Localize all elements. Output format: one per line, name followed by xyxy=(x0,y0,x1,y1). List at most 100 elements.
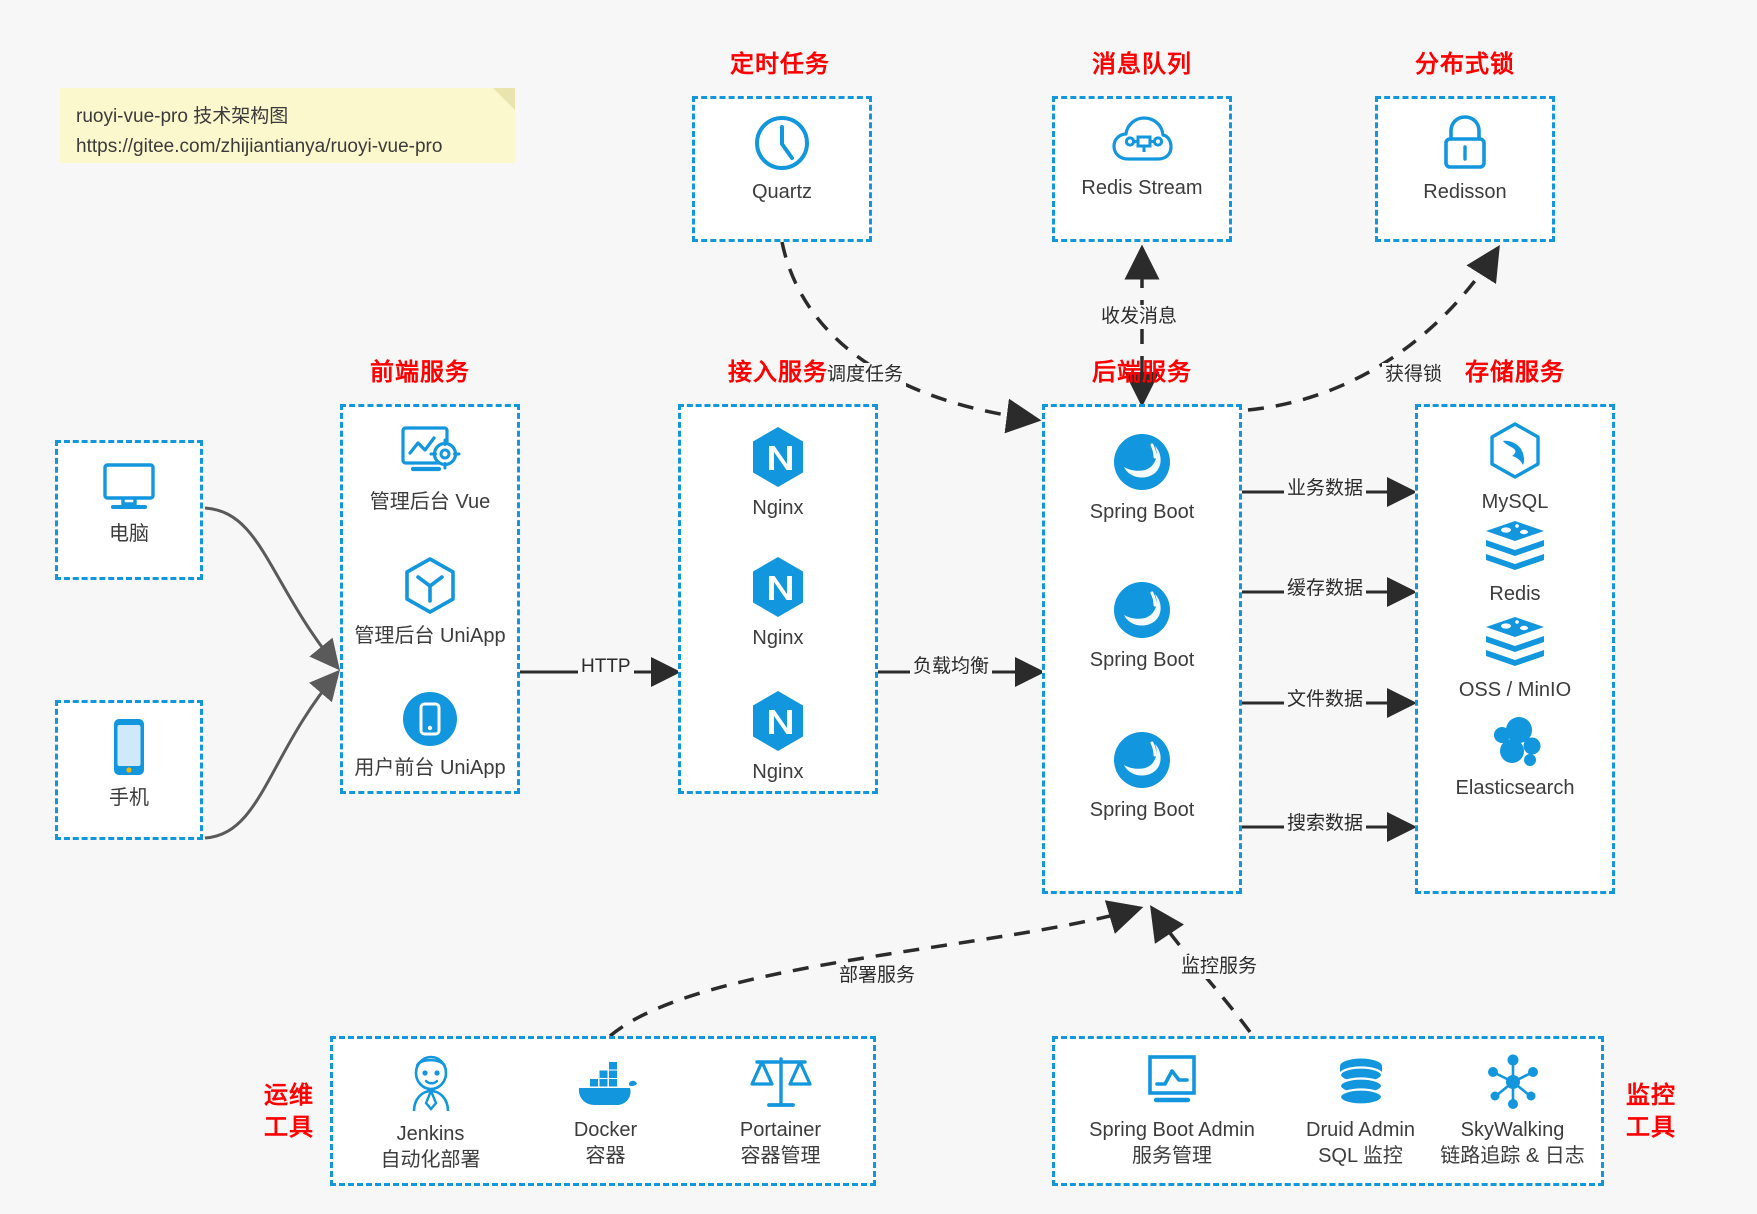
edge-schedule-task xyxy=(780,241,1042,434)
node-nginx-2-label: Nginx xyxy=(752,627,804,649)
edge-label-http: HTTP xyxy=(578,655,634,679)
node-portainer-label: Portainer xyxy=(739,1119,822,1141)
node-docker[interactable]: Docker 容器 xyxy=(518,1059,693,1169)
note-text: ruoyi-vue-pro 技术架构图 https://gitee.com/zhi… xyxy=(76,102,505,162)
node-nginx-1-label: Nginx xyxy=(752,497,804,519)
note-line-2: https://gitee.com/zhijiantianya/ruoyi-vu… xyxy=(76,136,443,157)
edge-label-deploy-service: 部署服务 xyxy=(836,964,919,988)
database-icon xyxy=(1338,1058,1383,1106)
skywalking-icon xyxy=(1487,1054,1538,1109)
node-user-uniapp-label: 用户前台 UniApp xyxy=(354,757,506,779)
node-mobile-label: 手机 xyxy=(109,787,149,809)
edge-label-schedule-task: 调度任务 xyxy=(824,363,907,387)
node-oss-minio-label: OSS / MinIO xyxy=(1458,679,1572,701)
node-elasticsearch-label: Elasticsearch xyxy=(1455,777,1575,799)
node-mysql[interactable]: MySQL xyxy=(1418,421,1612,515)
node-pc[interactable]: 电脑 xyxy=(58,459,200,547)
node-nginx-2[interactable]: Nginx xyxy=(681,555,875,651)
node-nginx-1[interactable]: Nginx xyxy=(681,425,875,521)
note-fold-corner xyxy=(493,88,515,110)
nginx-icon xyxy=(753,691,803,751)
node-user-uniapp[interactable]: 用户前台 UniApp xyxy=(343,689,517,781)
edge-label-file-data: 文件数据 xyxy=(1284,688,1367,712)
node-admin-vue[interactable]: 管理后台 Vue xyxy=(343,423,517,515)
spring-icon xyxy=(1114,582,1170,638)
lock-icon xyxy=(1444,115,1486,169)
group-title-frontend: 前端服务 xyxy=(370,359,470,386)
node-skywalking-label: SkyWalking xyxy=(1460,1119,1565,1141)
group-box-gateway: Nginx Nginx Nginx xyxy=(678,404,878,794)
group-title-monitor-line1: 监控 xyxy=(1626,1082,1676,1109)
redis-stack-icon xyxy=(1486,617,1544,666)
node-druid-admin-label: Druid Admin xyxy=(1306,1119,1415,1141)
node-springboot-3-label: Spring Boot xyxy=(1089,799,1195,821)
node-quartz[interactable]: Quartz xyxy=(695,113,869,205)
node-docker-sublabel: 容器 xyxy=(585,1145,626,1167)
node-druid-admin[interactable]: Druid Admin SQL 监控 xyxy=(1273,1057,1448,1169)
group-box-backend: Spring Boot Spring Boot Spring Boot xyxy=(1042,404,1242,894)
node-druid-admin-sublabel: SQL 监控 xyxy=(1318,1145,1403,1167)
node-jenkins-sublabel: 自动化部署 xyxy=(380,1149,481,1171)
group-box-frontend: 管理后台 Vue 管理后台 UniApp 用户前台 UniApp xyxy=(340,404,520,794)
client-box-mobile: 手机 xyxy=(55,700,203,840)
node-springboot-1[interactable]: Spring Boot xyxy=(1045,431,1239,525)
group-box-storage: MySQL Redis OSS / MinIO xyxy=(1415,404,1615,894)
cube-icon xyxy=(405,557,455,614)
node-mobile[interactable]: 手机 xyxy=(58,717,200,811)
spring-icon xyxy=(1114,732,1170,788)
client-box-pc: 电脑 xyxy=(55,440,203,580)
node-docker-label: Docker xyxy=(573,1119,638,1141)
desktop-icon xyxy=(103,463,155,509)
node-elasticsearch[interactable]: Elasticsearch xyxy=(1418,713,1612,801)
node-oss-minio[interactable]: OSS / MinIO xyxy=(1418,615,1612,703)
edge-label-send-receive: 收发消息 xyxy=(1098,305,1181,329)
node-quartz-label: Quartz xyxy=(751,181,813,203)
group-title-distributed-lock: 分布式锁 xyxy=(1415,51,1515,78)
jenkins-butler-icon xyxy=(412,1055,449,1112)
group-title-devops-line1: 运维 xyxy=(264,1082,314,1109)
group-title-backend: 后端服务 xyxy=(1092,359,1192,386)
elasticsearch-icon xyxy=(1494,717,1541,766)
node-jenkins[interactable]: Jenkins 自动化部署 xyxy=(343,1053,518,1173)
node-nginx-3[interactable]: Nginx xyxy=(681,689,875,785)
node-redis[interactable]: Redis xyxy=(1418,519,1612,607)
group-box-distributed-lock: Redisson xyxy=(1375,96,1555,242)
node-redis-label: Redis xyxy=(1489,583,1541,605)
group-box-scheduled-task: Quartz xyxy=(692,96,872,242)
node-springboot-2-label: Spring Boot xyxy=(1089,649,1195,671)
docker-whale-icon xyxy=(578,1062,637,1105)
node-jenkins-label: Jenkins xyxy=(396,1123,465,1145)
mysql-dolphin-icon xyxy=(1490,422,1540,479)
mobile-circle-icon xyxy=(403,692,457,746)
node-mysql-label: MySQL xyxy=(1481,491,1549,513)
clock-icon xyxy=(755,116,809,170)
node-springboot-3[interactable]: Spring Boot xyxy=(1045,729,1239,823)
node-nginx-3-label: Nginx xyxy=(752,761,804,783)
redis-stack-icon xyxy=(1486,521,1544,570)
edge-mobile-to-frontend xyxy=(204,669,340,840)
note-line-1: ruoyi-vue-pro 技术架构图 xyxy=(76,106,289,127)
note-sticky: ruoyi-vue-pro 技术架构图 https://gitee.com/zhi… xyxy=(60,88,515,163)
node-spring-boot-admin-label: Spring Boot Admin xyxy=(1089,1119,1255,1141)
edge-label-search-data: 搜索数据 xyxy=(1284,812,1367,836)
node-admin-uniapp-label: 管理后台 UniApp xyxy=(354,625,506,647)
smartphone-icon xyxy=(114,719,144,775)
node-springboot-1-label: Spring Boot xyxy=(1089,501,1195,523)
node-portainer[interactable]: Portainer 容器管理 xyxy=(693,1053,868,1169)
group-box-message-queue: Redis Stream xyxy=(1052,96,1232,242)
node-redisson-label: Redisson xyxy=(1423,181,1507,203)
group-title-devops: 运维 工具 xyxy=(254,1080,324,1144)
node-springboot-2[interactable]: Spring Boot xyxy=(1045,579,1239,673)
edge-pc-to-frontend xyxy=(204,506,340,671)
node-redis-stream[interactable]: Redis Stream xyxy=(1055,113,1229,201)
node-redisson[interactable]: Redisson xyxy=(1378,113,1552,205)
node-admin-uniapp[interactable]: 管理后台 UniApp xyxy=(343,555,517,649)
node-skywalking[interactable]: SkyWalking 链路追踪 & 日志 xyxy=(1425,1053,1600,1169)
edge-label-monitor-service: 监控服务 xyxy=(1178,955,1261,979)
spring-icon xyxy=(1114,434,1170,490)
group-title-devops-line2: 工具 xyxy=(264,1114,314,1141)
node-spring-boot-admin[interactable]: Spring Boot Admin 服务管理 xyxy=(1057,1053,1287,1169)
group-title-storage: 存储服务 xyxy=(1465,359,1565,386)
edge-label-business-data: 业务数据 xyxy=(1284,477,1367,501)
node-admin-vue-label: 管理后台 Vue xyxy=(369,491,491,513)
